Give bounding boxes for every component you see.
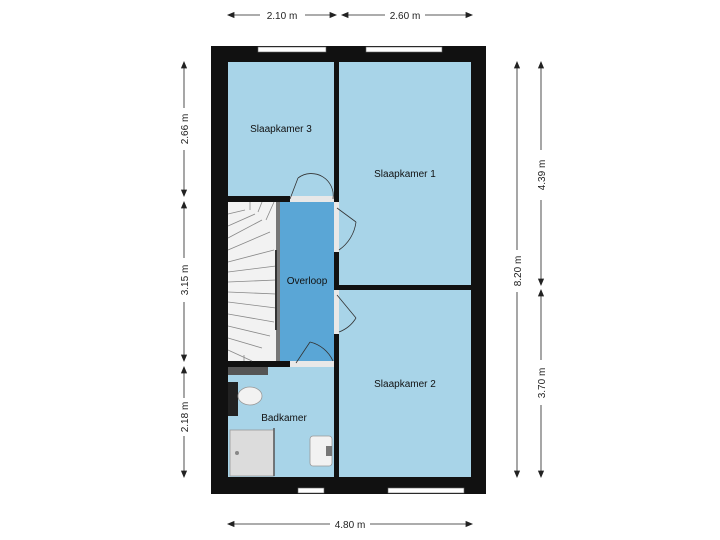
dim-left-top: 2.66 m [180, 114, 191, 145]
sink-icon [309, 435, 333, 467]
dim-bottom: 4.80 m [335, 520, 366, 531]
dim-top-right: 2.60 m [390, 11, 421, 22]
dim-left-bottom: 2.18 m [180, 402, 191, 433]
label-slaapkamer-2: Slaapkamer 2 [374, 379, 436, 390]
room-overloop[interactable] [280, 202, 334, 361]
room-slaapkamer-3[interactable] [228, 62, 334, 196]
label-badkamer: Badkamer [261, 413, 307, 424]
staircase-icon [227, 201, 280, 362]
door-swing-icon [289, 173, 357, 364]
dim-right-total: 8.20 m [513, 256, 524, 287]
label-slaapkamer-3: Slaapkamer 3 [250, 124, 312, 135]
dim-left-mid: 3.15 m [180, 265, 191, 296]
room-slaapkamer-2[interactable] [339, 290, 471, 477]
dim-right-bottom: 3.70 m [537, 368, 548, 399]
dim-right-top: 4.39 m [537, 160, 548, 191]
dim-top-left: 2.10 m [267, 11, 298, 22]
shower-icon [229, 428, 275, 477]
window-icon [257, 46, 465, 494]
label-overloop: Overloop [287, 276, 328, 287]
label-slaapkamer-1: Slaapkamer 1 [374, 169, 436, 180]
toilet-icon [228, 382, 263, 416]
room-slaapkamer-1[interactable] [339, 62, 471, 285]
